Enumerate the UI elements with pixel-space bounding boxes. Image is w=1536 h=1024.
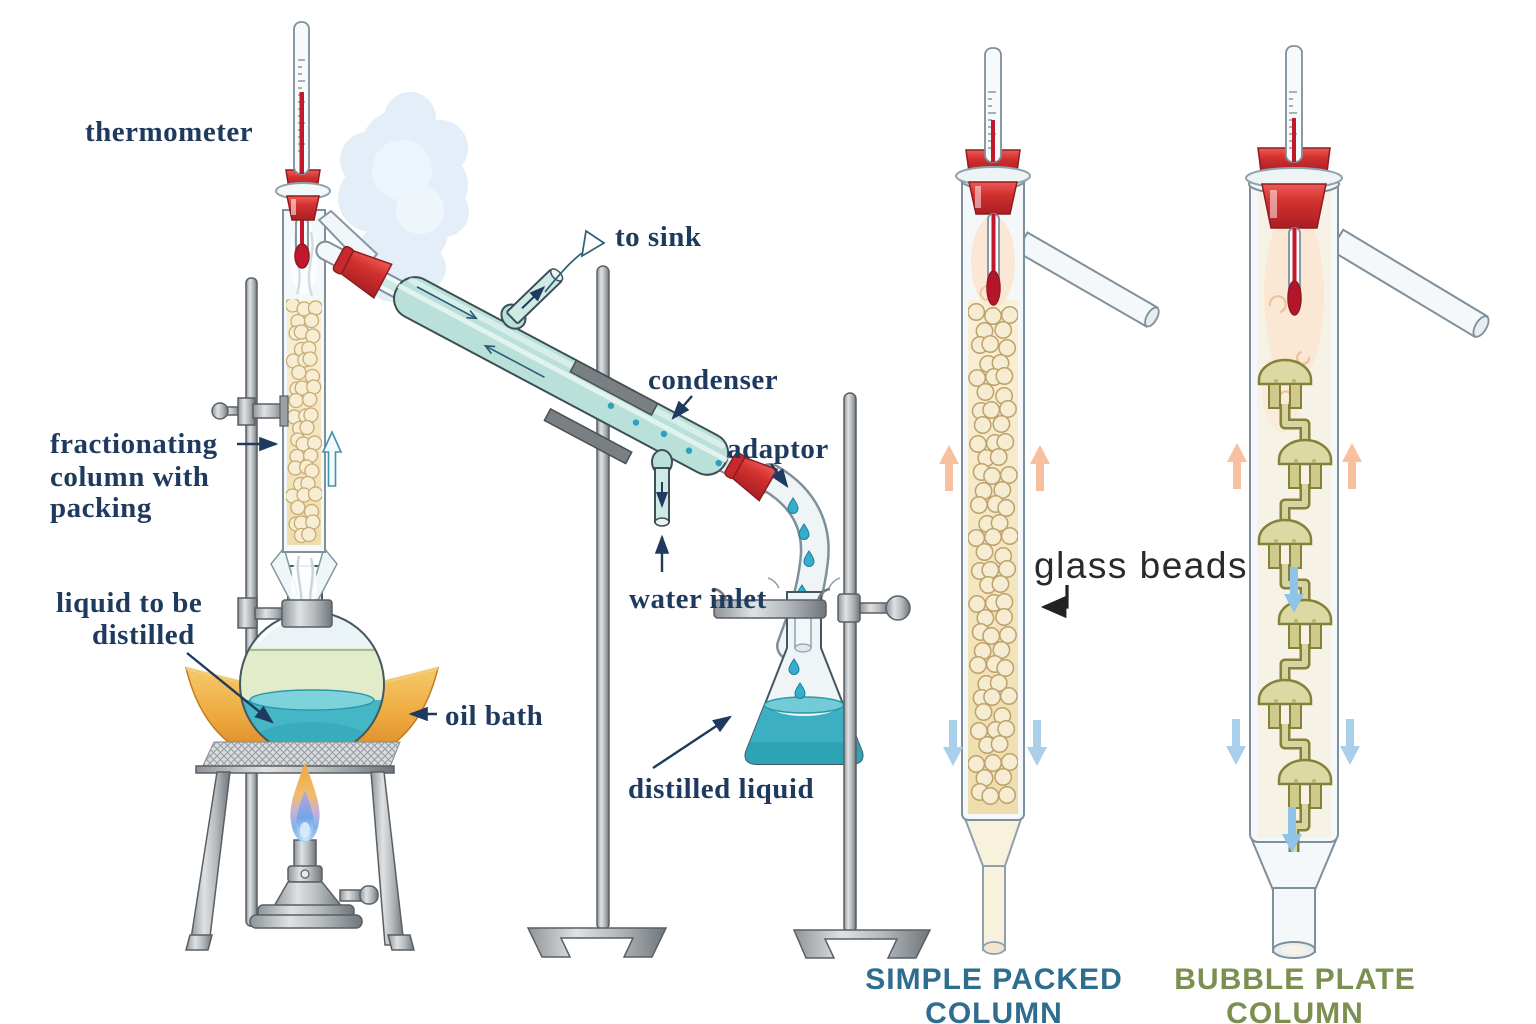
label-oil-bath: oil bath bbox=[445, 700, 543, 732]
clamp-screw-knob bbox=[885, 595, 911, 621]
label-condenser: condenser bbox=[648, 364, 778, 396]
thermometer-mercury bbox=[299, 92, 304, 174]
tripod-stand bbox=[185, 771, 415, 951]
condenser-clamp bbox=[543, 359, 659, 465]
air-hole bbox=[300, 869, 310, 879]
retort-stand-right bbox=[792, 392, 932, 959]
column-packing-beads bbox=[286, 299, 322, 544]
label-liquid-1: liquid to be bbox=[56, 587, 202, 619]
thermometer-main bbox=[275, 21, 331, 269]
steam-cloud bbox=[338, 92, 469, 302]
bubble-cap-pipes bbox=[1279, 404, 1311, 852]
gas-inlet bbox=[339, 889, 363, 902]
label-fractionating-1: fractionating bbox=[50, 428, 218, 460]
caption-simple-packed-2: COLUMN bbox=[925, 997, 1063, 1024]
bubble-plate-column bbox=[1226, 45, 1490, 959]
label-fractionating-2: column with bbox=[50, 461, 209, 493]
thermometer-bulb bbox=[294, 243, 310, 269]
flask-neck-clamp bbox=[713, 587, 911, 623]
label-water-inlet: water inlet bbox=[629, 583, 767, 615]
retort-stand-middle bbox=[526, 265, 668, 958]
condenser-stopper bbox=[340, 249, 393, 300]
caption-simple-packed-1: SIMPLE PACKED bbox=[865, 963, 1122, 996]
burner-flame bbox=[290, 762, 320, 842]
packed-column-sidearm bbox=[1015, 231, 1160, 328]
caption-bubble-plate-2: COLUMN bbox=[1226, 997, 1364, 1024]
label-pointers bbox=[186, 229, 1069, 770]
erlenmeyer-flask bbox=[744, 577, 864, 765]
bunsen-burner bbox=[249, 839, 379, 929]
label-distilled-liquid: distilled liquid bbox=[628, 773, 814, 805]
bubble-column-sidearm bbox=[1329, 228, 1490, 339]
label-glass-beads: glass beads bbox=[1034, 545, 1248, 586]
label-liquid-2: distilled bbox=[92, 619, 195, 651]
wire-gauze bbox=[195, 741, 401, 774]
water-inlet-arm bbox=[651, 449, 673, 527]
to-sink-curve bbox=[544, 252, 583, 293]
label-thermometer: thermometer bbox=[85, 116, 253, 148]
vapor-up-arrow bbox=[321, 430, 343, 487]
bubble-column-thermometer bbox=[1285, 45, 1303, 316]
label-to-sink: to sink bbox=[615, 221, 702, 253]
label-fractionating-3: packing bbox=[50, 492, 152, 524]
column-clamp bbox=[211, 395, 289, 427]
label-adaptor: adaptor bbox=[727, 433, 829, 465]
simple-packed-column bbox=[939, 47, 1160, 955]
glass-beads-pointer bbox=[1040, 585, 1069, 619]
packed-column-thermometer bbox=[984, 47, 1002, 306]
caption-bubble-plate-1: BUBBLE PLATE bbox=[1174, 963, 1415, 996]
glass-beads-packing bbox=[968, 303, 1018, 805]
adaptor-stopper bbox=[724, 452, 779, 502]
stand-base bbox=[792, 929, 932, 959]
water-outlet-arm bbox=[500, 268, 564, 330]
packed-column-stopper bbox=[955, 149, 1031, 215]
stand-base bbox=[526, 927, 668, 958]
to-sink-open-arrowhead bbox=[580, 229, 606, 258]
boiling-flask-clamp bbox=[237, 597, 333, 629]
water-flow-arrows bbox=[416, 286, 545, 379]
round-bottom-flask bbox=[239, 546, 385, 757]
